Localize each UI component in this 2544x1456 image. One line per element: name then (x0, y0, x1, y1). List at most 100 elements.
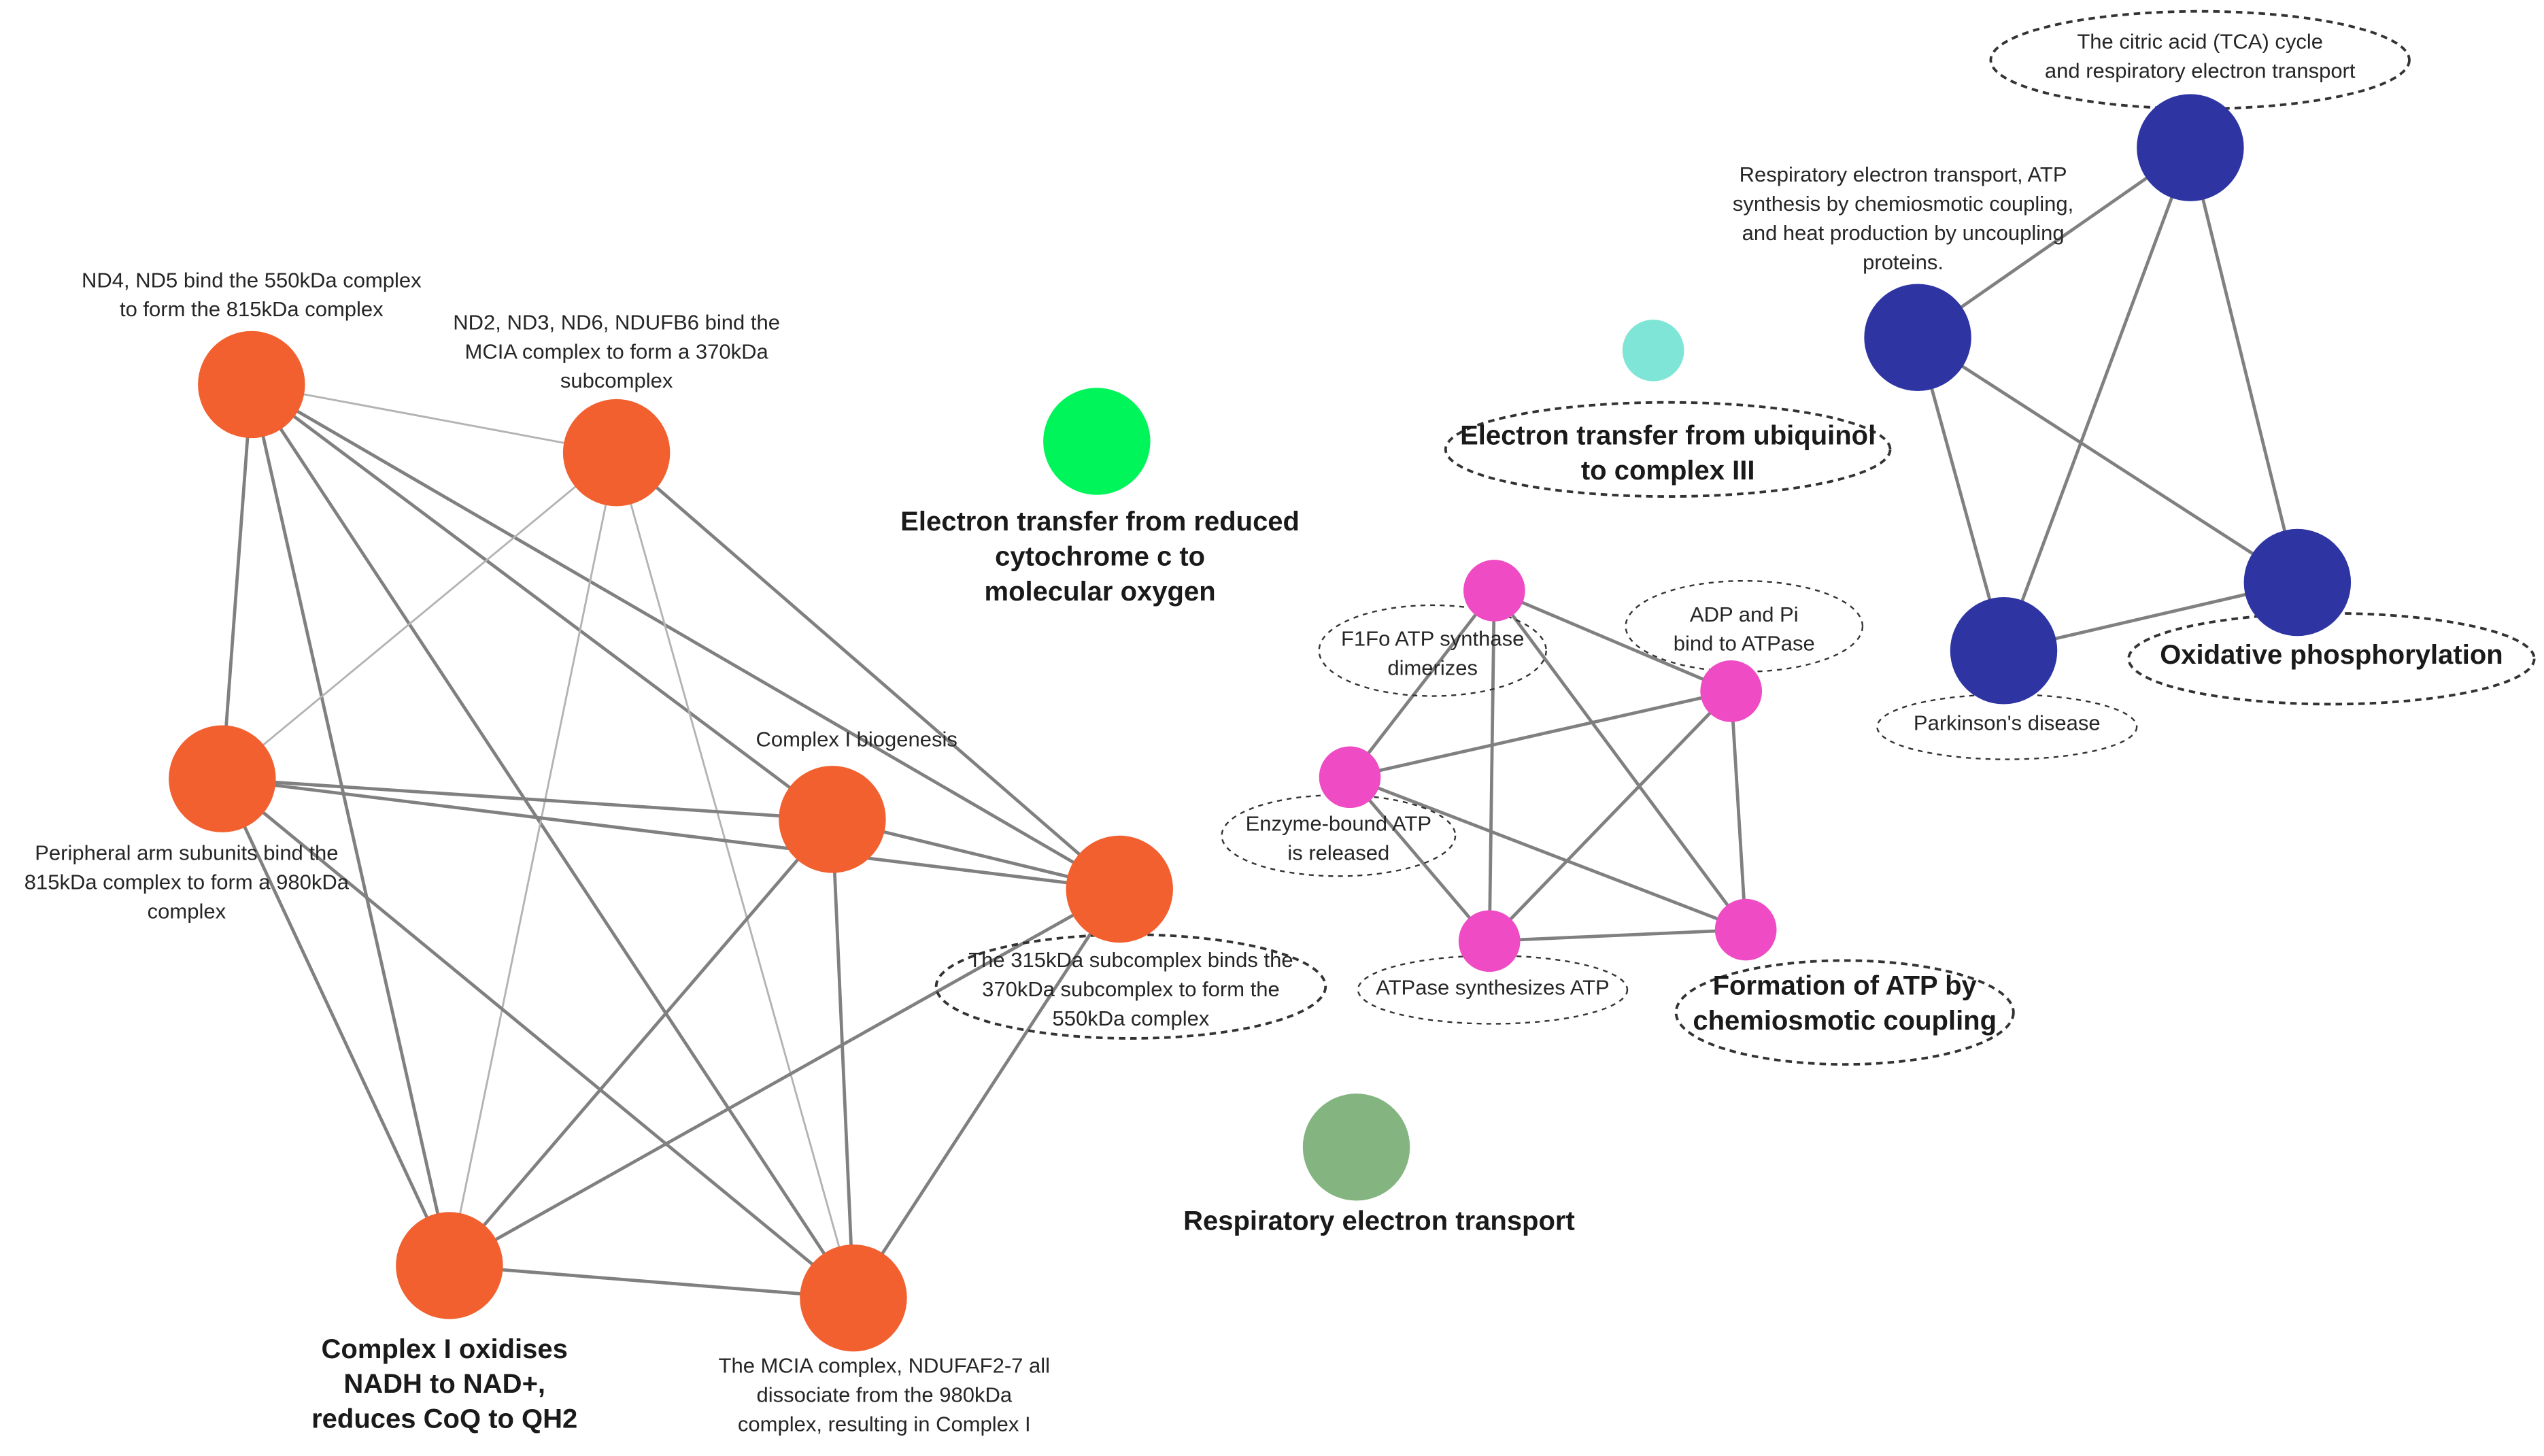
node-label-line: Respiratory electron transport (1183, 1206, 1575, 1236)
node-label-line: 370kDa subcomplex to form the (982, 977, 1280, 1001)
node-n17[interactable] (1864, 284, 1971, 391)
node-label-line: Respiratory electron transport, ATP (1740, 163, 2067, 186)
node-label-line: dissociate from the 980kDa (756, 1383, 1012, 1406)
node-label-line: MCIA complex to form a 370kDa (465, 339, 769, 363)
node-label-line: Oxidative phosphorylation (2160, 640, 2503, 670)
node-label-line: molecular oxygen (985, 577, 1216, 607)
node-label-line: NADH to NAD+, (343, 1369, 545, 1399)
node-n16[interactable] (2137, 94, 2244, 201)
edge-n11-n13 (1349, 589, 1496, 779)
node-n4[interactable] (779, 766, 886, 873)
node-label-line: ND2, ND3, ND6, NDUFB6 bind the (453, 310, 780, 334)
label-halo-n11 (1318, 604, 1547, 697)
edge-n11-n12 (1493, 589, 1732, 693)
edge-n12-n13 (1349, 690, 1732, 779)
edge-n16-n17 (1916, 146, 2192, 339)
edge-n13-n14 (1349, 776, 1491, 943)
edge-n12-n14 (1488, 690, 1733, 943)
node-label-line: proteins. (1863, 250, 1944, 274)
node-label-line: reduces CoQ to QH2 (311, 1404, 577, 1434)
node-n11[interactable] (1463, 560, 1525, 622)
halos-layer (934, 10, 2536, 1066)
node-label-n8: Electron transfer from reduced cytochrome… (900, 507, 1300, 607)
node-n5[interactable] (1066, 835, 1173, 943)
node-n14[interactable] (1458, 910, 1521, 972)
label-halo-n15 (1674, 959, 2015, 1066)
node-label-line: to complex III (1581, 456, 1755, 486)
node-label-line: complex (148, 899, 226, 923)
node-n8[interactable] (1043, 388, 1151, 495)
edge-n5-n6 (448, 887, 1121, 1268)
edge-n14-n15 (1489, 928, 1746, 943)
node-label-n18: Oxidative phosphorylation (2160, 640, 2503, 670)
node-n3[interactable] (169, 725, 276, 832)
node-n9[interactable] (1622, 320, 1684, 382)
edge-n4-n6 (448, 818, 834, 1267)
node-label-line: is released (1287, 841, 1389, 864)
node-label-line: synthesis by chemiosmotic coupling, (1733, 192, 2073, 216)
node-label-line: Electron transfer from ubiquinol (1460, 421, 1876, 451)
edge-n12-n15 (1729, 691, 1748, 930)
label-halo-n14 (1357, 955, 1629, 1025)
edge-n2-n7 (615, 452, 855, 1299)
node-label-line: 550kDa complex (1052, 1006, 1209, 1030)
edge-n16-n19 (2002, 147, 2192, 651)
node-label-line: 815kDa complex to form a 980kDa (24, 870, 350, 894)
node-n10[interactable] (1302, 1094, 1410, 1201)
node-n19[interactable] (1950, 596, 2058, 705)
label-halo-n9 (1444, 401, 1892, 498)
node-n15[interactable] (1714, 898, 1777, 961)
node-label-n14: ATPase synthesizes ATP (1376, 976, 1609, 1000)
edge-n6-n7 (449, 1264, 854, 1300)
node-label-n11: F1Fo ATP synthase dimerizes (1341, 627, 1524, 680)
node-label-line: and heat production by uncoupling (1742, 221, 2065, 245)
label-halo-n12 (1625, 579, 1864, 673)
node-label-n10: Respiratory electron transport (1183, 1206, 1575, 1236)
edge-n1-n3 (220, 384, 254, 779)
node-label-line: ND4, ND5 bind the 550kDa complex (82, 268, 422, 292)
node-n18[interactable] (2243, 528, 2352, 637)
node-label-n5: The 315kDa subcomplex binds the 370kDa su… (968, 948, 1293, 1030)
node-n7[interactable] (800, 1244, 907, 1352)
edge-n1-n6 (250, 384, 452, 1266)
label-halo-n18 (2127, 611, 2536, 706)
labels-layer: ND4, ND5 bind the 550kDa complex to form … (24, 30, 2503, 1436)
edge-n2-n3 (221, 452, 617, 780)
node-label-line: Formation of ATP by (1713, 971, 1978, 1001)
node-n13[interactable] (1319, 746, 1381, 809)
node-label-line: dimerizes (1387, 656, 1478, 680)
node-label-n4: Complex I biogenesis (756, 727, 957, 751)
edge-n16-n18 (2188, 147, 2299, 583)
edge-n3-n7 (221, 777, 855, 1300)
node-label-line: complex, resulting in Complex I (738, 1412, 1031, 1436)
edge-n4-n7 (830, 819, 855, 1298)
node-label-line: ADP and Pi (1690, 603, 1799, 626)
node-label-line: subcomplex (560, 369, 673, 392)
node-label-line: Enzyme-bound ATP (1246, 812, 1431, 836)
edge-n13-n15 (1349, 775, 1747, 932)
node-label-line: to form the 815kDa complex (120, 297, 384, 321)
label-halo-n19 (1876, 693, 2138, 760)
node-label-line: The 315kDa subcomplex binds the (968, 948, 1293, 972)
node-label-line: cytochrome c to (995, 541, 1205, 571)
edge-n17-n18 (1916, 336, 2299, 584)
edge-n11-n14 (1487, 590, 1496, 941)
node-label-n1: ND4, ND5 bind the 550kDa complex to form … (82, 268, 422, 321)
node-label-line: Complex I biogenesis (756, 727, 957, 751)
node-label-line: Parkinson's disease (1914, 711, 2101, 735)
node-n2[interactable] (562, 399, 671, 507)
node-label-line: Electron transfer from reduced (900, 507, 1300, 537)
node-n6[interactable] (396, 1212, 503, 1319)
edge-n3-n6 (220, 778, 452, 1266)
node-n1[interactable] (198, 331, 305, 439)
node-n12[interactable] (1700, 660, 1763, 722)
node-label-line: F1Fo ATP synthase (1341, 627, 1524, 651)
edge-n1-n4 (250, 383, 834, 821)
